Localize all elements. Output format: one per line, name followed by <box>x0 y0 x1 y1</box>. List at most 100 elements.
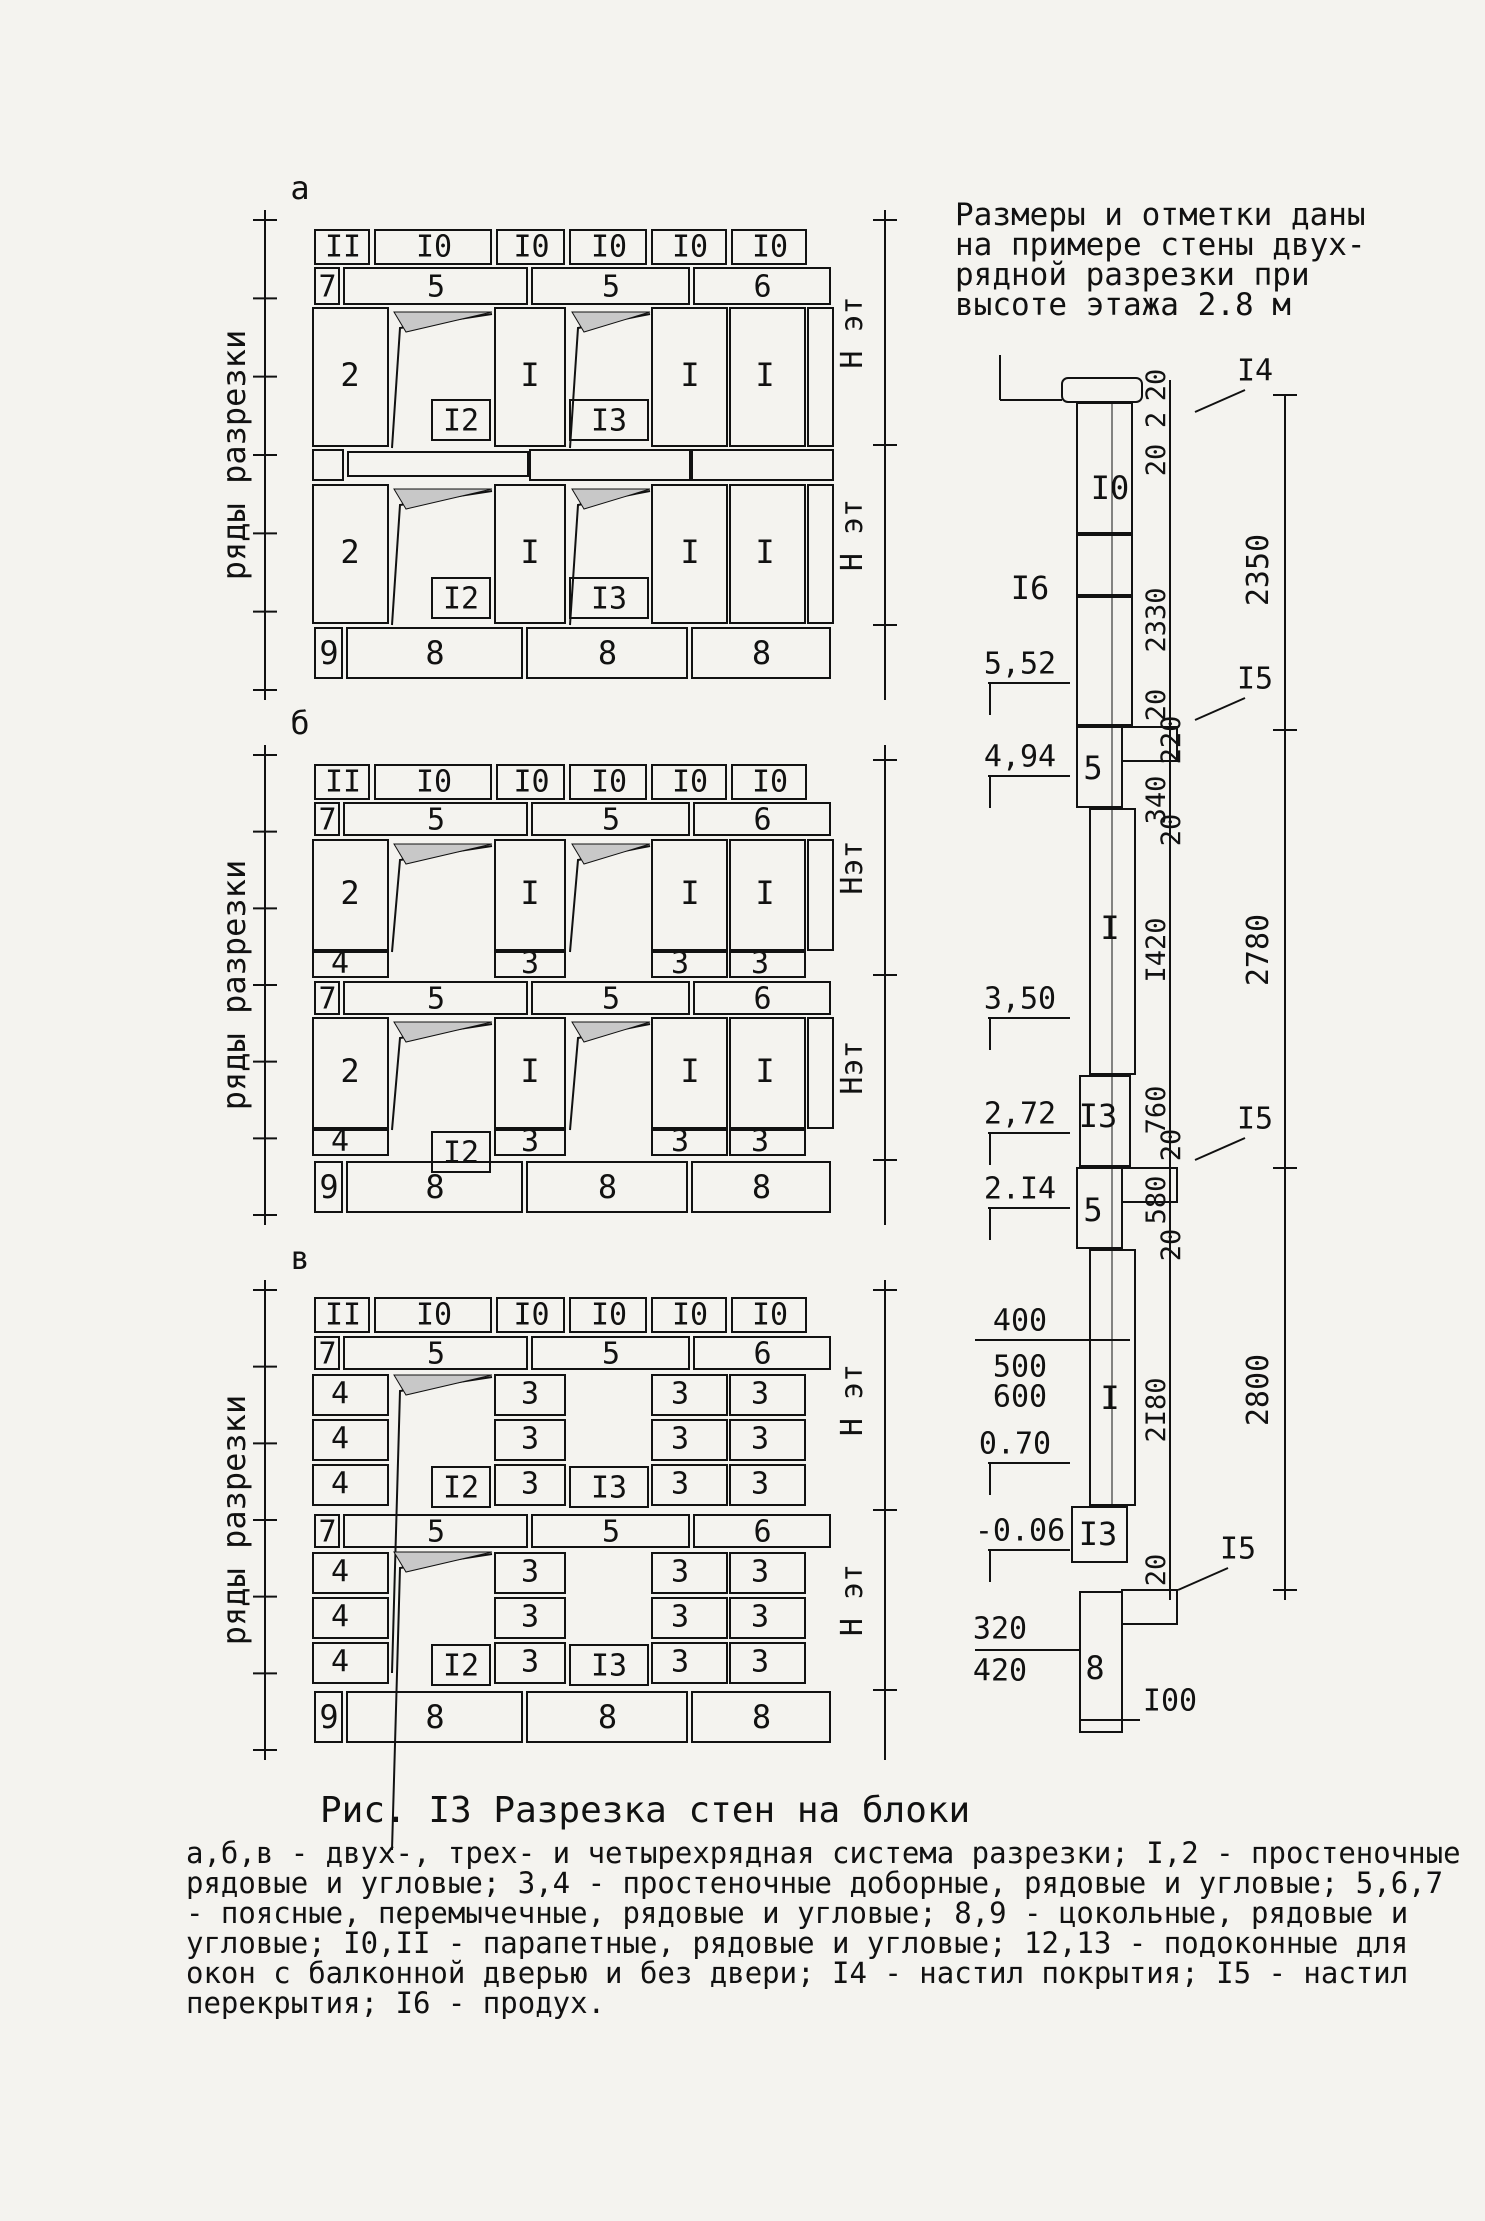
small-block-label: 4 <box>331 1377 349 1412</box>
small-block-label: 3 <box>671 1600 689 1635</box>
pier-block-label: I <box>520 356 539 394</box>
pier-block-label: 2 <box>340 356 359 394</box>
section-block-label: 8 <box>1085 1649 1104 1687</box>
small-block-label: 4 <box>331 1124 349 1159</box>
sill-block-label: I2 <box>443 1649 479 1684</box>
belt-corner-block <box>312 449 344 481</box>
plinth-block-label: 8 <box>752 1698 771 1736</box>
parapet-block <box>569 1297 647 1333</box>
parapet-block-label: I0 <box>513 1298 549 1333</box>
width-dimension-label: 400 <box>993 1304 1047 1339</box>
parapet-block-label: II <box>325 1298 361 1333</box>
belt-block-label: 5 <box>602 1515 620 1550</box>
parapet-block-label: I0 <box>591 1298 627 1333</box>
floor-height-label: Н эт <box>835 1364 870 1436</box>
belt-block <box>531 267 690 305</box>
small-block-label: 3 <box>521 1377 539 1412</box>
panel-letter: а <box>290 169 309 207</box>
small-corner-block <box>312 1129 389 1156</box>
figure-caption-text: а,б,в - двух-, трех- и четырехрядная сис… <box>186 1836 1479 2020</box>
sill-block <box>431 1466 491 1508</box>
rows-axis-label: ряды разрезки <box>215 330 253 580</box>
small-block-label: 3 <box>751 1377 769 1412</box>
pier-block-label: I <box>680 533 699 571</box>
belt-block <box>531 802 690 836</box>
corner-pier-block <box>312 839 389 951</box>
pier-block-label: 2 <box>340 533 359 571</box>
small-block-label: 4 <box>331 1467 349 1502</box>
parapet-block <box>314 764 370 800</box>
slab-callout: I5 <box>1220 1532 1256 1567</box>
floor-height-label: Н эт <box>835 296 870 368</box>
parapet-block <box>374 229 492 265</box>
sill-block-label: I2 <box>443 404 479 439</box>
parapet-block-label: I0 <box>672 230 708 265</box>
plinth-section-block <box>1079 1591 1123 1733</box>
plinth-block <box>526 1691 688 1743</box>
lintel-hatch <box>571 843 651 865</box>
lintel-hatch <box>393 1021 493 1043</box>
rows-axis-label: ряды разрезки <box>215 1395 253 1645</box>
parapet-block <box>731 229 807 265</box>
small-block-label: 3 <box>751 1555 769 1590</box>
inner-dimension-label: 20 <box>1156 1129 1187 1162</box>
pier-block <box>494 484 566 624</box>
pier-block-label: I <box>520 874 539 912</box>
elevation-mark: 4,94 <box>984 740 1056 775</box>
small-block-label: 3 <box>671 1555 689 1590</box>
plinth-block-label: 8 <box>598 634 617 672</box>
small-pier-block <box>651 951 728 978</box>
pier-block-label: I <box>520 533 539 571</box>
parapet-block <box>569 764 647 800</box>
belt-block-label: 5 <box>602 982 620 1017</box>
sill-block <box>569 577 649 619</box>
small-pier-block <box>494 1642 566 1684</box>
section-block-label: I0 <box>1091 469 1130 507</box>
small-pier-block <box>729 1597 806 1639</box>
small-block-label: 3 <box>671 1467 689 1502</box>
lintel-hatch <box>393 843 493 865</box>
sill-block <box>431 1644 491 1686</box>
corner-pier-block <box>312 307 389 447</box>
floor-height-label: Н эт <box>835 499 870 571</box>
small-pier-block <box>494 1464 566 1506</box>
small-block-label: 4 <box>331 1422 349 1457</box>
parapet-block-label: I0 <box>672 1298 708 1333</box>
belt-block-label: 5 <box>602 803 620 838</box>
pier-block <box>729 307 806 447</box>
pier-block <box>494 1017 566 1129</box>
belt-block-label: 7 <box>318 1337 336 1372</box>
belt-block <box>343 802 528 836</box>
parapet-section-block <box>1076 402 1133 534</box>
small-block-label: 3 <box>671 1422 689 1457</box>
parapet-block-label: I0 <box>752 1298 788 1333</box>
section-block-label: I3 <box>1079 1515 1118 1553</box>
inner-dimension-label: 20 <box>1141 1554 1172 1587</box>
parapet-block <box>374 764 492 800</box>
belt-block <box>343 1514 528 1548</box>
edge-block <box>807 484 834 624</box>
sill-block <box>431 1131 491 1173</box>
belt-block-label: 5 <box>427 1515 445 1550</box>
lintel-hatch <box>571 488 651 510</box>
inner-dimension-label: 340 <box>1141 776 1172 825</box>
belt-block <box>314 981 340 1015</box>
edge-block <box>807 1017 834 1129</box>
width-dimension-label: 500 <box>993 1350 1047 1385</box>
inner-dimension-label: 20 <box>1141 689 1172 722</box>
lintel-hatch <box>571 311 651 333</box>
section-block-label: I3 <box>1079 1097 1118 1135</box>
plinth-block-label: 8 <box>752 634 771 672</box>
inner-dimension-label: 220 <box>1156 716 1187 765</box>
small-pier-block <box>729 1552 806 1594</box>
pier-block-label: I <box>680 356 699 394</box>
pier-block <box>651 307 728 447</box>
plinth-block <box>314 1691 343 1743</box>
belt-block <box>343 981 528 1015</box>
plinth-block-label: 8 <box>425 634 444 672</box>
belt-block-label: 7 <box>318 982 336 1017</box>
pier-block-label: I <box>680 1052 699 1090</box>
parapet-block <box>374 1297 492 1333</box>
inner-dimension-label: I420 <box>1141 917 1172 982</box>
dimension-note: Размеры и отметки даны на примере стены … <box>955 197 1366 323</box>
